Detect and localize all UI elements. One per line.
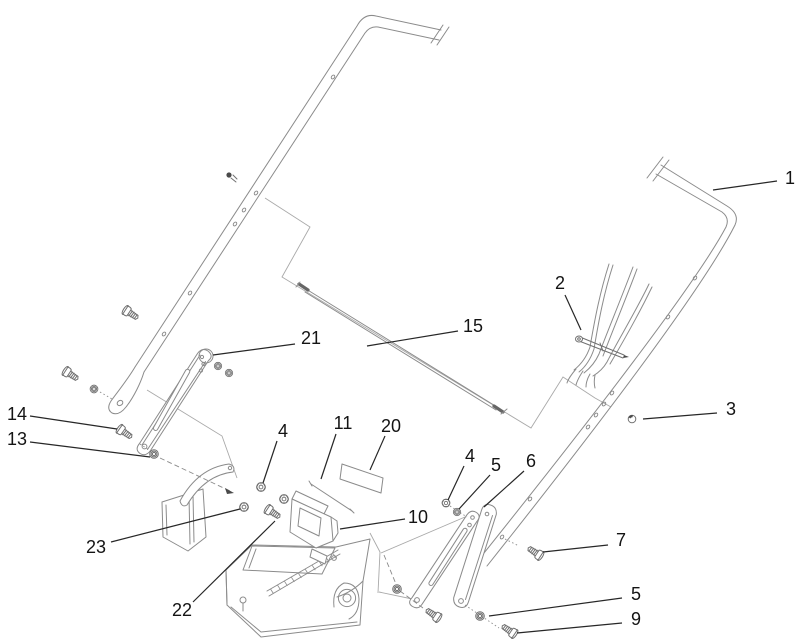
- callout-leader-15: [366, 330, 459, 347]
- callout-label-22: 22: [172, 600, 192, 620]
- callout-label-5: 5: [491, 455, 501, 475]
- flange-bolt: [422, 604, 444, 625]
- callout-label-4: 4: [278, 421, 288, 441]
- flange-washer: [213, 361, 223, 371]
- callout-label-21: 21: [301, 328, 321, 348]
- callout-label-20: 20: [381, 416, 401, 436]
- callout-label-4: 4: [465, 446, 475, 466]
- flange-nut: [279, 494, 289, 504]
- callout-leader-7: [542, 544, 609, 553]
- callout-leader-9: [516, 622, 623, 634]
- callout-leader-4: [262, 440, 278, 484]
- callout-leader-23: [110, 508, 241, 543]
- callout-label-10: 10: [408, 507, 428, 527]
- callout-leader-6: [483, 470, 525, 508]
- flange-washer-13: [149, 449, 159, 459]
- pivot-rod: [308, 480, 355, 514]
- callout-label-9: 9: [631, 609, 641, 629]
- callout-label-2: 2: [555, 273, 565, 293]
- flange-bolt-7: [524, 543, 546, 562]
- callout-leader-20: [369, 435, 386, 471]
- flange-washer-5: [452, 507, 462, 517]
- callout-leader-14: [29, 415, 118, 430]
- phantom-console-outline: [264, 197, 612, 429]
- callout-label-6: 6: [526, 451, 536, 471]
- flange-nut-4: [441, 498, 451, 508]
- flange-bolt: [120, 304, 142, 323]
- callout-label-15: 15: [463, 316, 483, 336]
- flange-bolt-9: [498, 620, 520, 641]
- deck-housing: [161, 463, 371, 638]
- callout-leader-2: [564, 294, 582, 331]
- flange-washer: [89, 384, 99, 394]
- brace-link-left: [136, 348, 214, 456]
- left-handle-tube: [108, 15, 450, 415]
- callout-leader-1: [712, 180, 778, 191]
- flange-nut-23: [239, 502, 249, 512]
- callout-leader-21: [212, 343, 296, 356]
- callout-leader-3: [642, 412, 718, 420]
- callout-leader-11: [320, 433, 337, 480]
- callout-label-7: 7: [616, 530, 626, 550]
- flange-washer-5: [475, 611, 485, 621]
- callout-leader-5: [458, 474, 491, 510]
- callout-label-1: 1: [785, 168, 795, 188]
- right-handle-tube: [479, 156, 737, 567]
- push-nut: [627, 414, 637, 424]
- flange-bolt-14: [114, 422, 136, 443]
- flange-washer: [392, 584, 402, 594]
- callout-leader-10: [339, 518, 406, 530]
- decal-plate: [339, 463, 384, 494]
- flange-bolt: [60, 365, 82, 384]
- flange-washer: [224, 368, 234, 378]
- callout-leader-4: [447, 465, 465, 501]
- callout-label-5: 5: [631, 584, 641, 604]
- cable-tie: [575, 335, 629, 359]
- brace-link-right: [409, 510, 480, 609]
- callout-label-3: 3: [726, 399, 736, 419]
- callout-label-11: 11: [334, 413, 353, 433]
- flat-bracket: [453, 504, 497, 608]
- flange-nut-4: [256, 482, 266, 492]
- wire-harness: [566, 263, 653, 389]
- flange-bolt-22: [262, 503, 284, 522]
- small-screw: [226, 172, 238, 183]
- callout-leader-5: [488, 597, 623, 617]
- control-bracket: [289, 490, 339, 549]
- callout-label-23: 23: [86, 537, 106, 557]
- callout-leader-13: [29, 441, 151, 458]
- callout-label-14: 14: [7, 404, 27, 424]
- control-cable: [295, 281, 508, 415]
- callout-leader-22: [192, 520, 276, 603]
- callout-label-13: 13: [7, 429, 27, 449]
